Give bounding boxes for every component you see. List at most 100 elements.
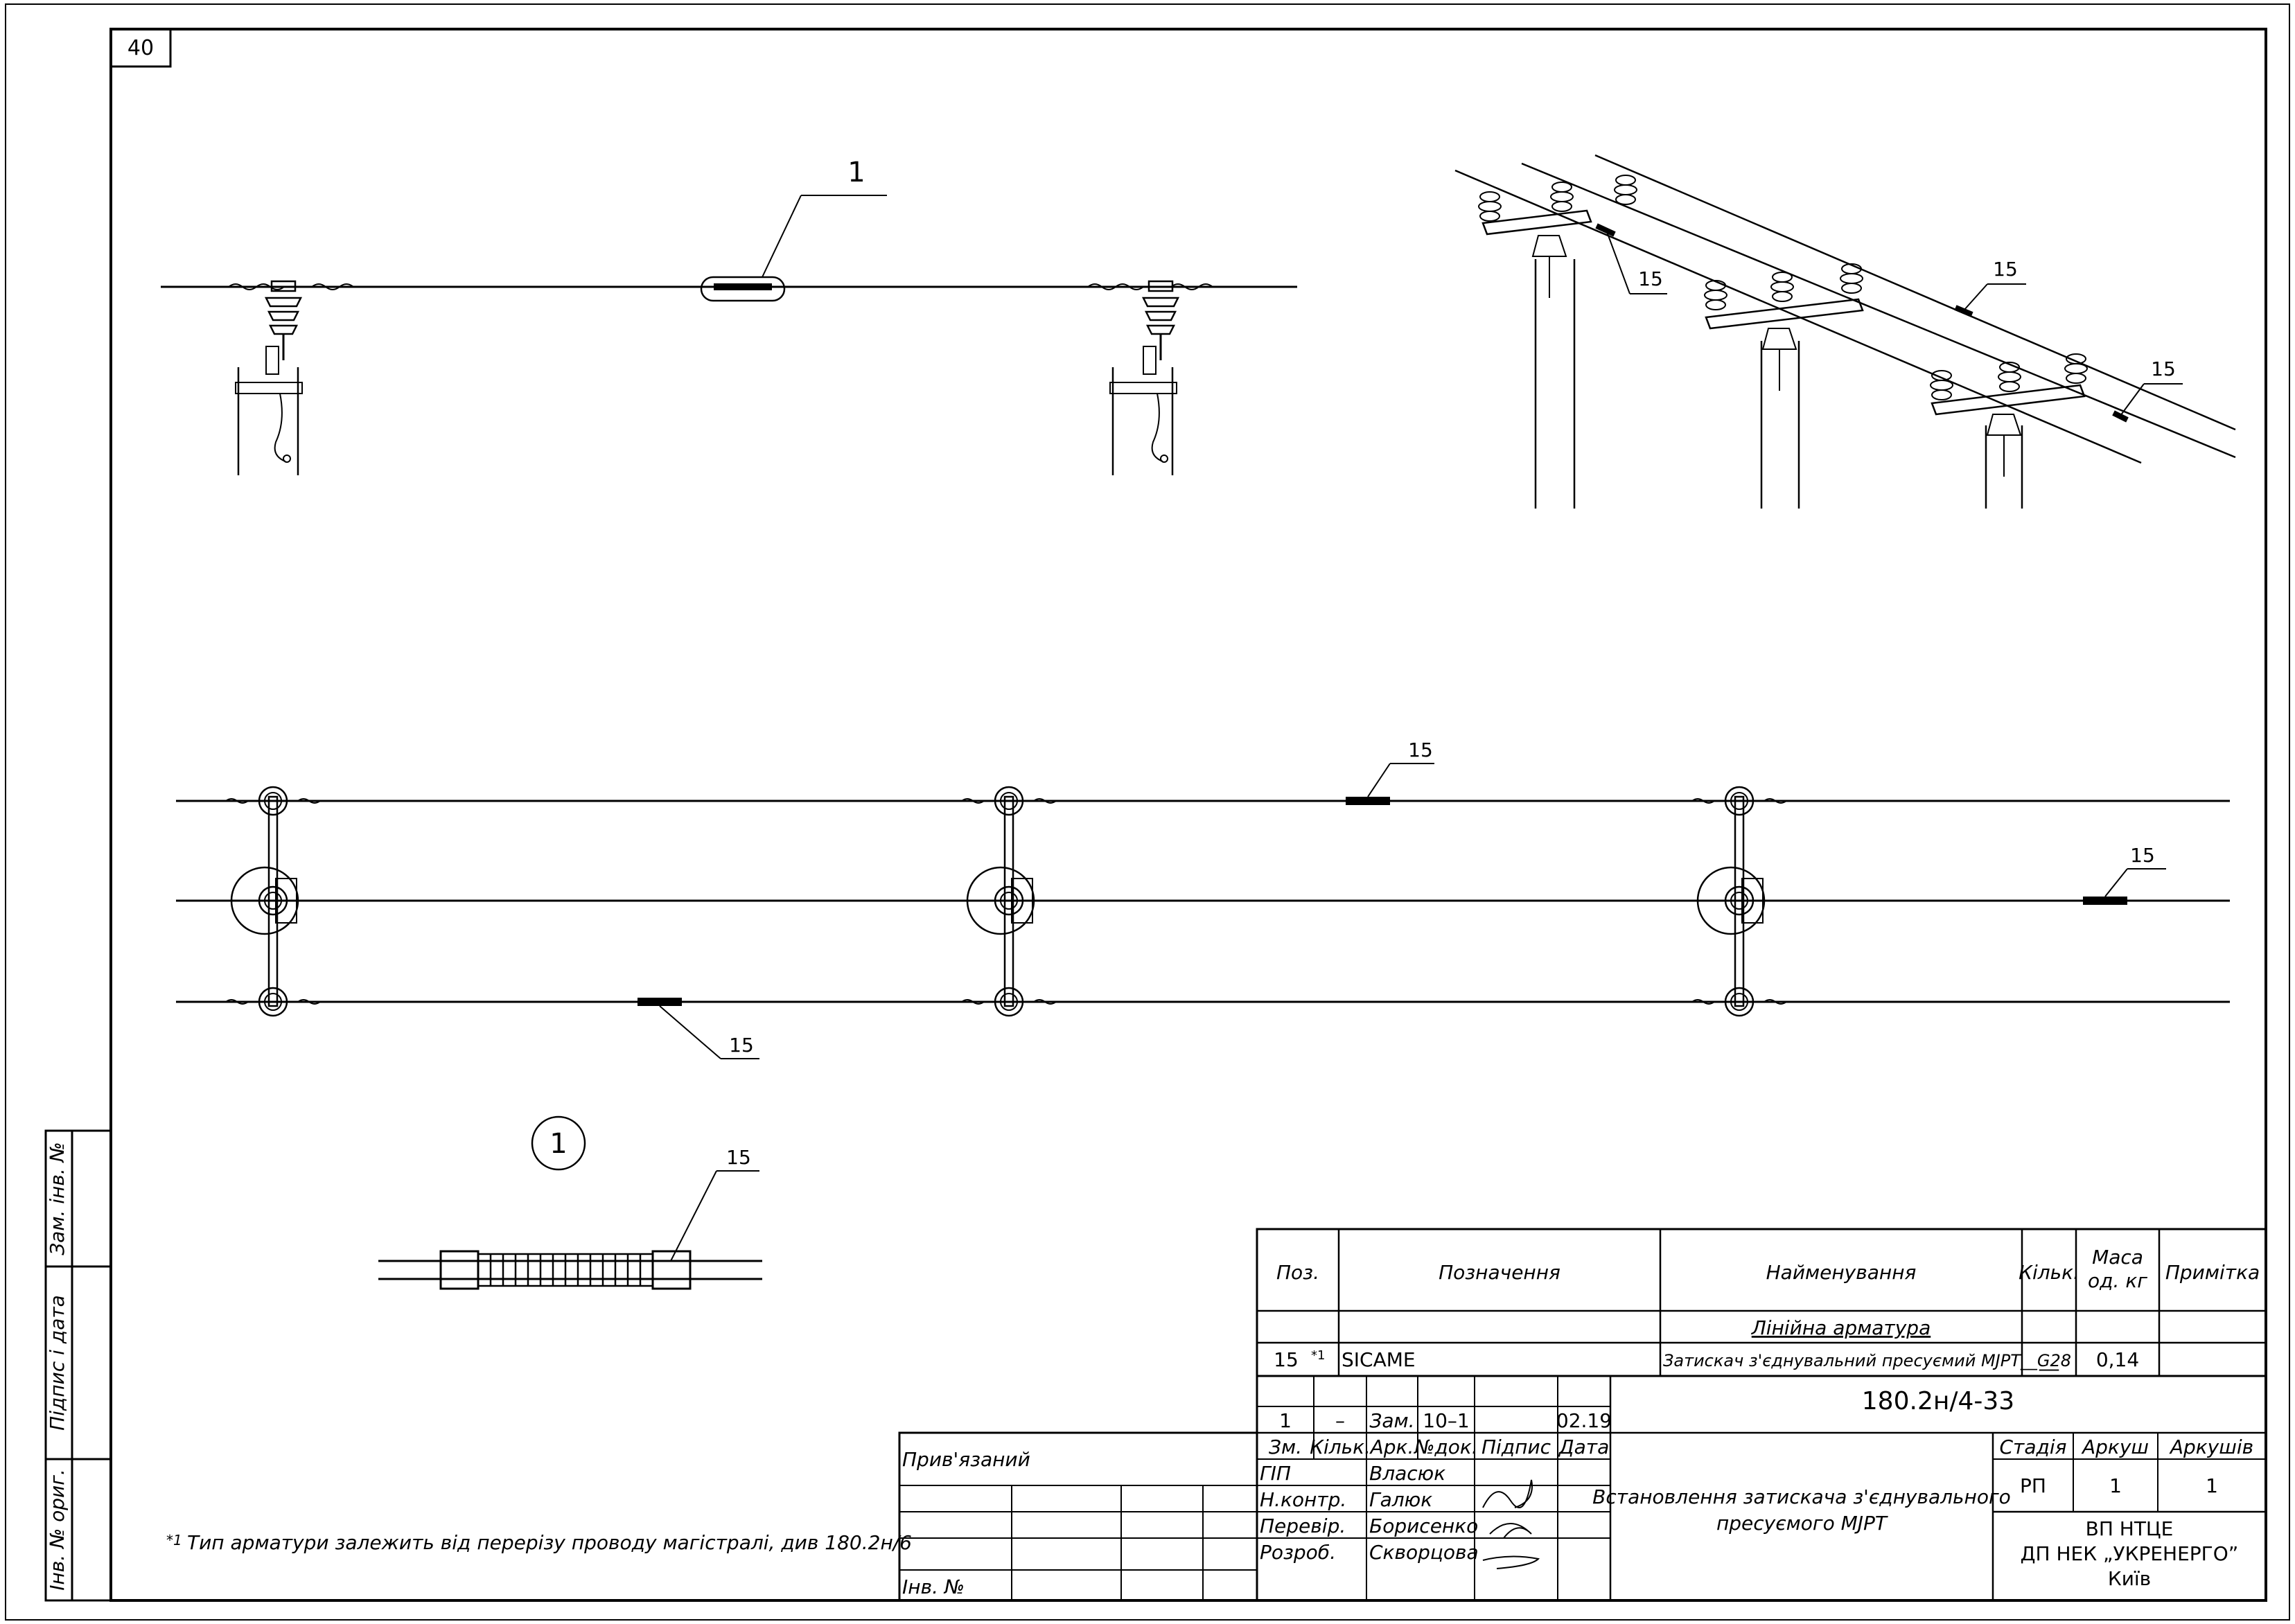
callout-15: 15 <box>729 1034 754 1057</box>
stamp-pidpys-data: Підпис і дата <box>46 1295 69 1431</box>
pryviazanyi: Прив'язаний <box>902 1448 1030 1471</box>
row-name: Затискач з'єднувальний пресуємий MJPT__G… <box>1663 1351 2071 1370</box>
footnote-mark: *1 <box>166 1532 182 1548</box>
leader-line <box>2104 868 2128 897</box>
conductor <box>1454 169 2142 464</box>
iso-pole <box>1705 298 1864 509</box>
rev-kilk: – <box>1335 1409 1345 1432</box>
rh-ark: Арк. <box>1369 1436 1414 1458</box>
rh-pidpys: Підпис <box>1481 1436 1551 1458</box>
rev-ndok: 10–1 <box>1423 1409 1469 1432</box>
iso-pole <box>1481 209 1592 509</box>
leader-line <box>1367 763 1391 797</box>
val-stage: РП <box>2020 1474 2046 1497</box>
detail-marker-number: 1 <box>549 1128 567 1160</box>
hdr-mass-2: од. кг <box>2088 1269 2147 1292</box>
clamp-mjpt <box>638 998 682 1006</box>
clamp-mjpt <box>714 283 772 290</box>
role-gip: ГІП <box>1260 1462 1291 1485</box>
rev-data: 02.19 <box>1556 1409 1612 1432</box>
plan-support <box>961 786 1057 1017</box>
lbl-stage: Стадія <box>1999 1436 2066 1458</box>
name-gip: Власюк <box>1369 1462 1445 1485</box>
detail-1: 1 15 <box>378 1115 762 1290</box>
org-2: ДП НЕК „УКРЕНЕРГО” <box>2021 1542 2239 1565</box>
conductor <box>1521 162 2236 459</box>
callout-15: 15 <box>1993 258 2018 281</box>
clamp-mjpt <box>1954 305 1973 317</box>
detail-marker <box>531 1115 586 1171</box>
lbl-sheets: Аркушів <box>2169 1436 2253 1458</box>
leader-line <box>670 1170 717 1262</box>
hdr-note: Примітка <box>2165 1261 2260 1284</box>
support-right <box>1109 280 1180 475</box>
detail-callout-15: 15 <box>726 1146 751 1169</box>
stamp-inv-oryg: Інв. № ориг. <box>46 1469 69 1591</box>
plan-support <box>1691 786 1787 1017</box>
callout-15: 15 <box>1638 267 1663 290</box>
rh-ndok: №док. <box>1413 1436 1477 1458</box>
role-rozrob: Розроб. <box>1260 1541 1336 1564</box>
role-perevir: Перевір. <box>1260 1515 1346 1537</box>
name-nkontr: Галюк <box>1369 1488 1432 1511</box>
drawing-title-1: Встановлення затискача з'єднувального <box>1592 1485 2011 1508</box>
rh-data: Дата <box>1558 1436 1610 1458</box>
rh-kilk: Кільк. <box>1310 1436 1371 1458</box>
lbl-sheet: Аркуш <box>2081 1436 2149 1458</box>
hdr-designation: Позначення <box>1439 1261 1560 1284</box>
side-elevation-view: 1 <box>161 157 1297 475</box>
leader-line <box>2120 383 2145 416</box>
val-sheet: 1 <box>2109 1474 2122 1497</box>
row-pos: 15 <box>1274 1348 1299 1371</box>
leader-line <box>1606 229 1630 294</box>
clamp-mjpt <box>2083 897 2127 905</box>
val-sheets: 1 <box>2206 1474 2218 1497</box>
rev-ark: Зам. <box>1369 1409 1414 1432</box>
clamp-mjpt <box>1595 223 1616 237</box>
row-qty: __ <box>2039 1348 2059 1371</box>
binding-tie <box>1087 283 1213 290</box>
spec-section: Лінійна арматура <box>1751 1316 1931 1339</box>
name-rozrob: Скворцова <box>1369 1541 1479 1564</box>
hdr-name: Найменування <box>1766 1261 1917 1284</box>
corner-box <box>109 28 172 68</box>
signatures <box>1482 1479 1540 1569</box>
corner-number: 40 <box>128 36 154 60</box>
callout-15: 15 <box>1408 739 1433 761</box>
support-left <box>235 280 303 475</box>
hdr-pos: Поз. <box>1276 1261 1319 1284</box>
callout-detail-ref: 1 <box>847 157 865 188</box>
stamp-zam-inv: Зам. інв. № <box>46 1142 69 1255</box>
spec-table: Поз. Позначення Найменування Кільк. Маса… <box>1256 1228 2267 1377</box>
hdr-qty: Кільк. <box>2019 1261 2079 1284</box>
name-perevir: Борисенко <box>1369 1515 1478 1537</box>
rh-zm: Зм. <box>1269 1436 1302 1458</box>
isometric-view: 15 15 15 <box>1454 154 2236 509</box>
inv-no: Інв. № <box>902 1576 965 1598</box>
plan-view: 15 15 15 <box>176 739 2230 1059</box>
callout-15: 15 <box>2130 844 2155 867</box>
hdr-mass-1: Маса <box>2092 1246 2143 1269</box>
clamp-press-zones <box>477 1253 654 1287</box>
leader-line <box>762 195 802 278</box>
insulators <box>1478 175 2088 400</box>
leader-line <box>1963 283 1988 311</box>
row-designation: SICAME <box>1342 1348 1416 1371</box>
row-pos-mark: *1 <box>1311 1348 1325 1363</box>
conductor <box>1594 154 2236 431</box>
iso-pole <box>1931 384 2086 509</box>
clamp-mjpt <box>2112 410 2129 423</box>
leader-line <box>659 1005 721 1059</box>
org-1: ВП НТЦЕ <box>2086 1517 2174 1540</box>
drawing-title-2: пресуємого MJPT <box>1716 1512 1888 1535</box>
binding-block: Прив'язаний Інв. № <box>898 1431 1258 1602</box>
callout-15: 15 <box>2151 358 2176 380</box>
sheet-trim-border <box>5 3 2290 1621</box>
binding-tie <box>228 283 354 290</box>
title-block: 1 – Зам. 10–1 02.19 Зм. Кільк. Арк. №док… <box>1256 1375 2267 1602</box>
role-nkontr: Н.контр. <box>1260 1488 1346 1511</box>
row-mass: 0,14 <box>2096 1348 2139 1371</box>
plan-support <box>225 786 321 1017</box>
rev-zm: 1 <box>1279 1409 1292 1432</box>
